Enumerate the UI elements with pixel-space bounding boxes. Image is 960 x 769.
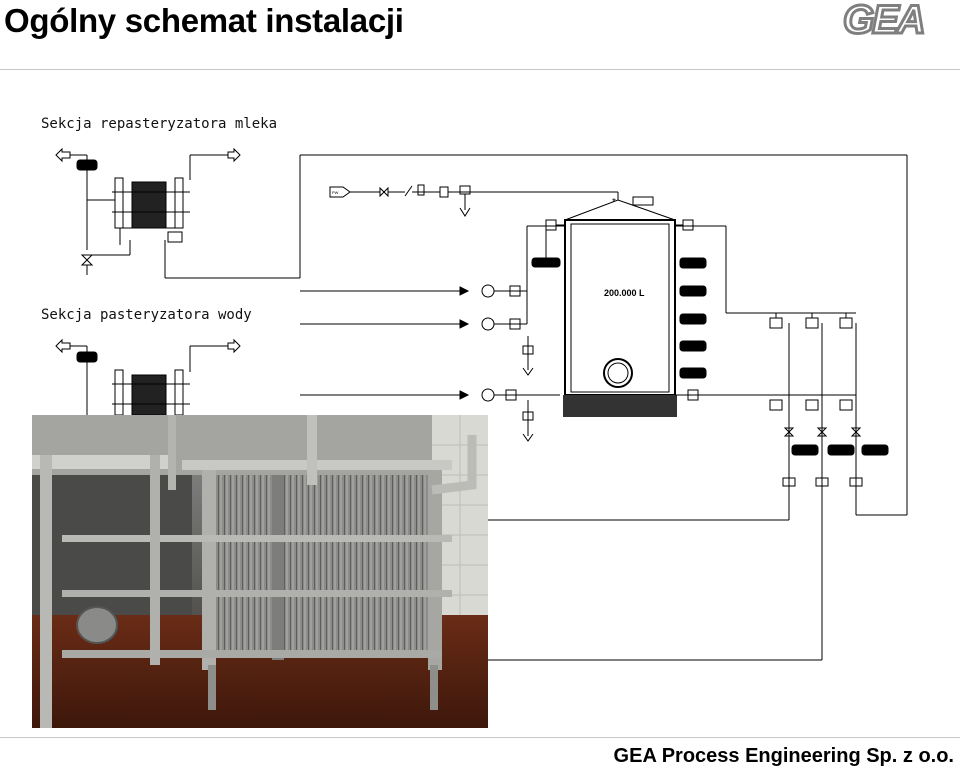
distribution-manifold — [488, 225, 889, 661]
water-heat-exchanger — [55, 338, 241, 416]
tank-instruments-left — [531, 226, 561, 268]
storage-tank: * 200.000 L — [545, 196, 699, 417]
inlet-line: PW — [329, 184, 619, 217]
section-water-label: Sekcja pasteryzatora wody — [41, 307, 252, 323]
tank-instruments-right — [679, 257, 707, 379]
svg-text:GEA: GEA — [843, 0, 924, 38]
page-title: Ogólny schemat instalacji — [4, 2, 404, 39]
footer-company: GEA Process Engineering Sp. z o.o. — [613, 745, 954, 767]
section-remilk-label: Sekcja repasteryzatora mleka — [41, 116, 277, 132]
header-divider — [0, 69, 960, 70]
return-lines — [300, 225, 565, 442]
heat-exchanger-photo — [32, 415, 488, 728]
gea-logo: GEA — [843, 0, 927, 38]
inlet-label: PW — [332, 190, 339, 195]
svg-text:*: * — [612, 197, 616, 208]
tank-volume-label: 200.000 L — [604, 288, 645, 298]
footer-divider — [0, 737, 960, 738]
remilk-heat-exchanger — [55, 147, 908, 516]
